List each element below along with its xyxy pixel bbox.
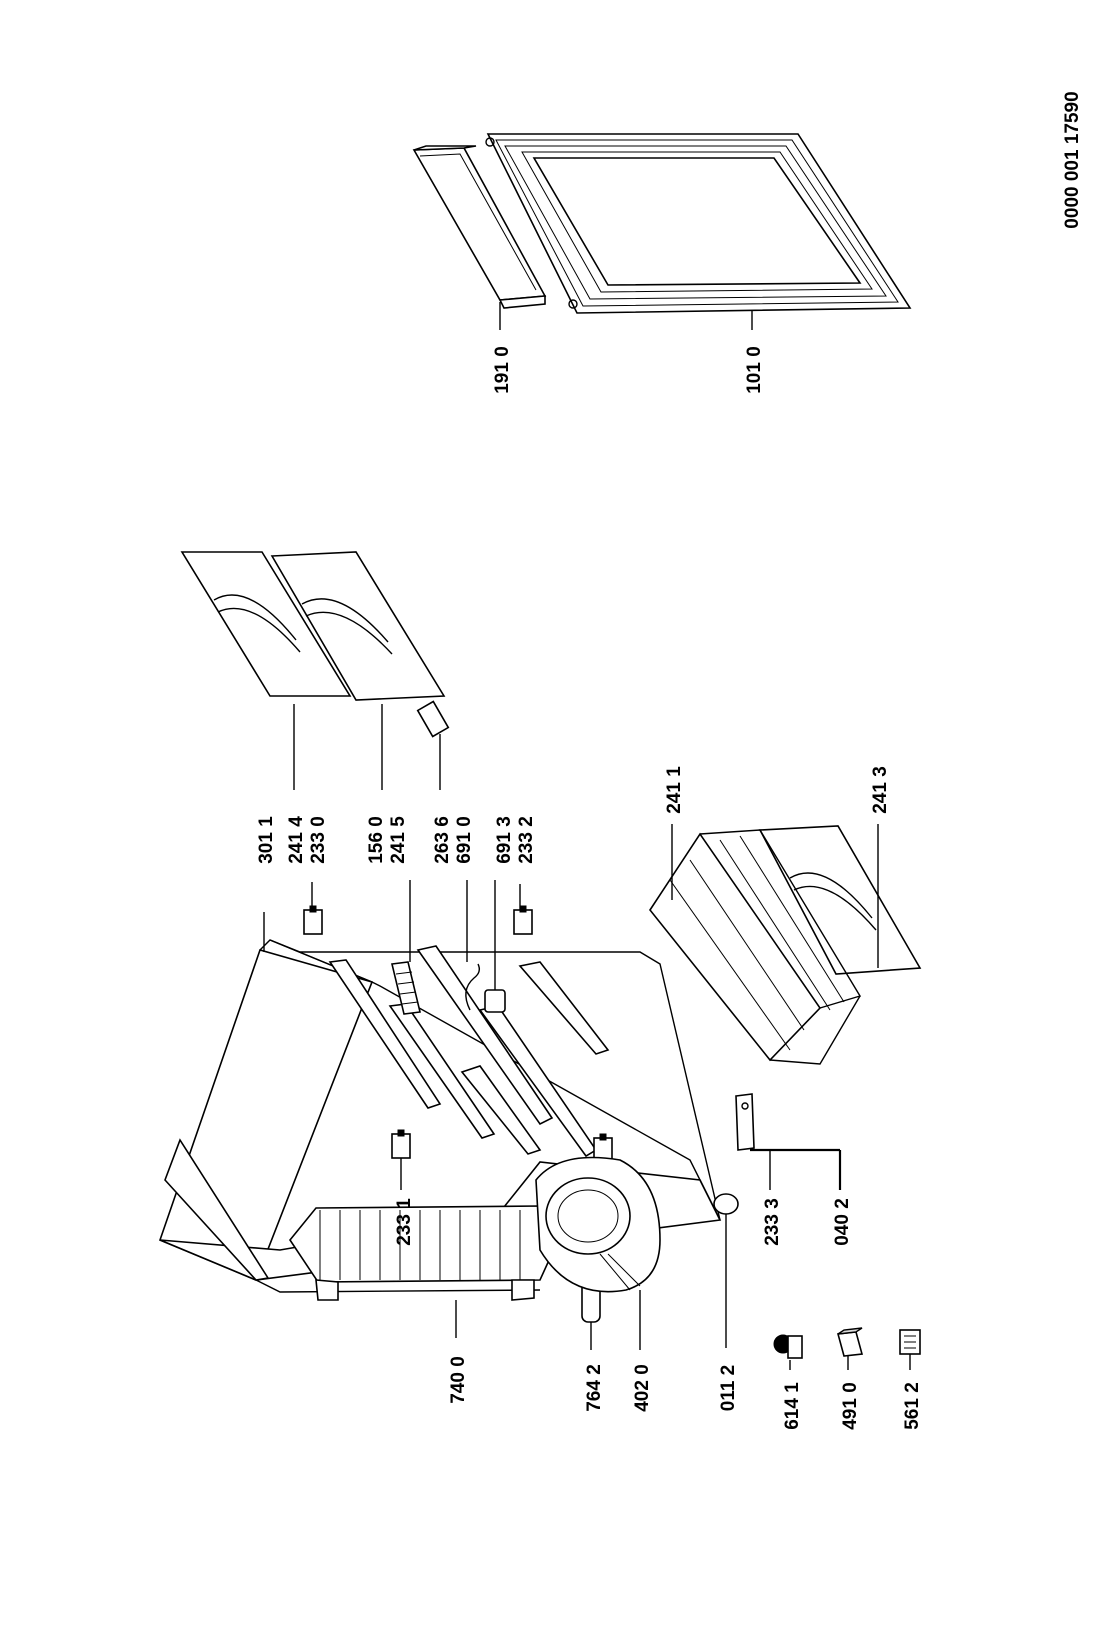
label-263-6: 263 6 xyxy=(432,816,453,864)
label-691-0: 691 0 xyxy=(454,816,475,864)
label-040-2: 040 2 xyxy=(832,1198,853,1246)
label-156-0: 156 0 xyxy=(366,816,387,864)
hinge-233-2 xyxy=(513,905,533,935)
compressor-part xyxy=(535,1156,661,1293)
door-strip-part xyxy=(412,145,547,309)
top-vent-grille xyxy=(164,1138,270,1281)
relay-part-614-1 xyxy=(773,1334,803,1359)
flap-241-5 xyxy=(270,551,446,701)
label-740-0: 740 0 xyxy=(448,1356,469,1404)
label-191-0: 191 0 xyxy=(492,346,513,394)
thermostat-part xyxy=(465,963,506,1013)
label-241-5: 241 5 xyxy=(388,816,409,864)
flap-241-4 xyxy=(180,551,352,697)
flap-241-3 xyxy=(758,825,922,975)
label-241-1: 241 1 xyxy=(664,766,685,814)
foot-part xyxy=(713,1193,739,1215)
ice-tray-part xyxy=(391,961,421,1015)
label-011-2: 011 2 xyxy=(718,1365,739,1412)
cover-part-491-0 xyxy=(836,1327,864,1357)
hinge-233-1 xyxy=(391,1129,411,1159)
door-frame-part xyxy=(485,133,912,314)
label-491-0: 491 0 xyxy=(840,1382,861,1430)
label-233-2: 233 2 xyxy=(516,816,537,864)
label-233-0: 233 0 xyxy=(308,816,329,864)
label-691-3: 691 3 xyxy=(494,816,515,864)
hinge-233-0 xyxy=(303,905,323,935)
leader-lines xyxy=(263,302,911,1370)
basket-241-1 xyxy=(649,829,862,1065)
condenser-part xyxy=(289,1205,561,1301)
label-402-0: 402 0 xyxy=(632,1364,653,1412)
part-561-2 xyxy=(899,1329,921,1355)
document-code: 0000 001 17590 xyxy=(1062,91,1083,228)
part-263-6 xyxy=(416,700,450,738)
label-764-2: 764 2 xyxy=(584,1364,605,1412)
label-233-3: 233 3 xyxy=(762,1198,783,1246)
label-614-1: 614 1 xyxy=(782,1382,803,1430)
part-labels: 301 1 241 4 233 0 156 0 241 5 263 6 691 … xyxy=(256,346,923,1430)
label-241-3: 241 3 xyxy=(870,766,891,814)
label-561-2: 561 2 xyxy=(902,1382,923,1430)
plate-part xyxy=(735,1093,755,1151)
label-101-0: 101 0 xyxy=(744,346,765,394)
label-301-1: 301 1 xyxy=(256,816,277,864)
label-241-4: 241 4 xyxy=(286,816,307,864)
shelves xyxy=(328,945,610,1158)
label-233-1: 233 1 xyxy=(394,1198,415,1246)
